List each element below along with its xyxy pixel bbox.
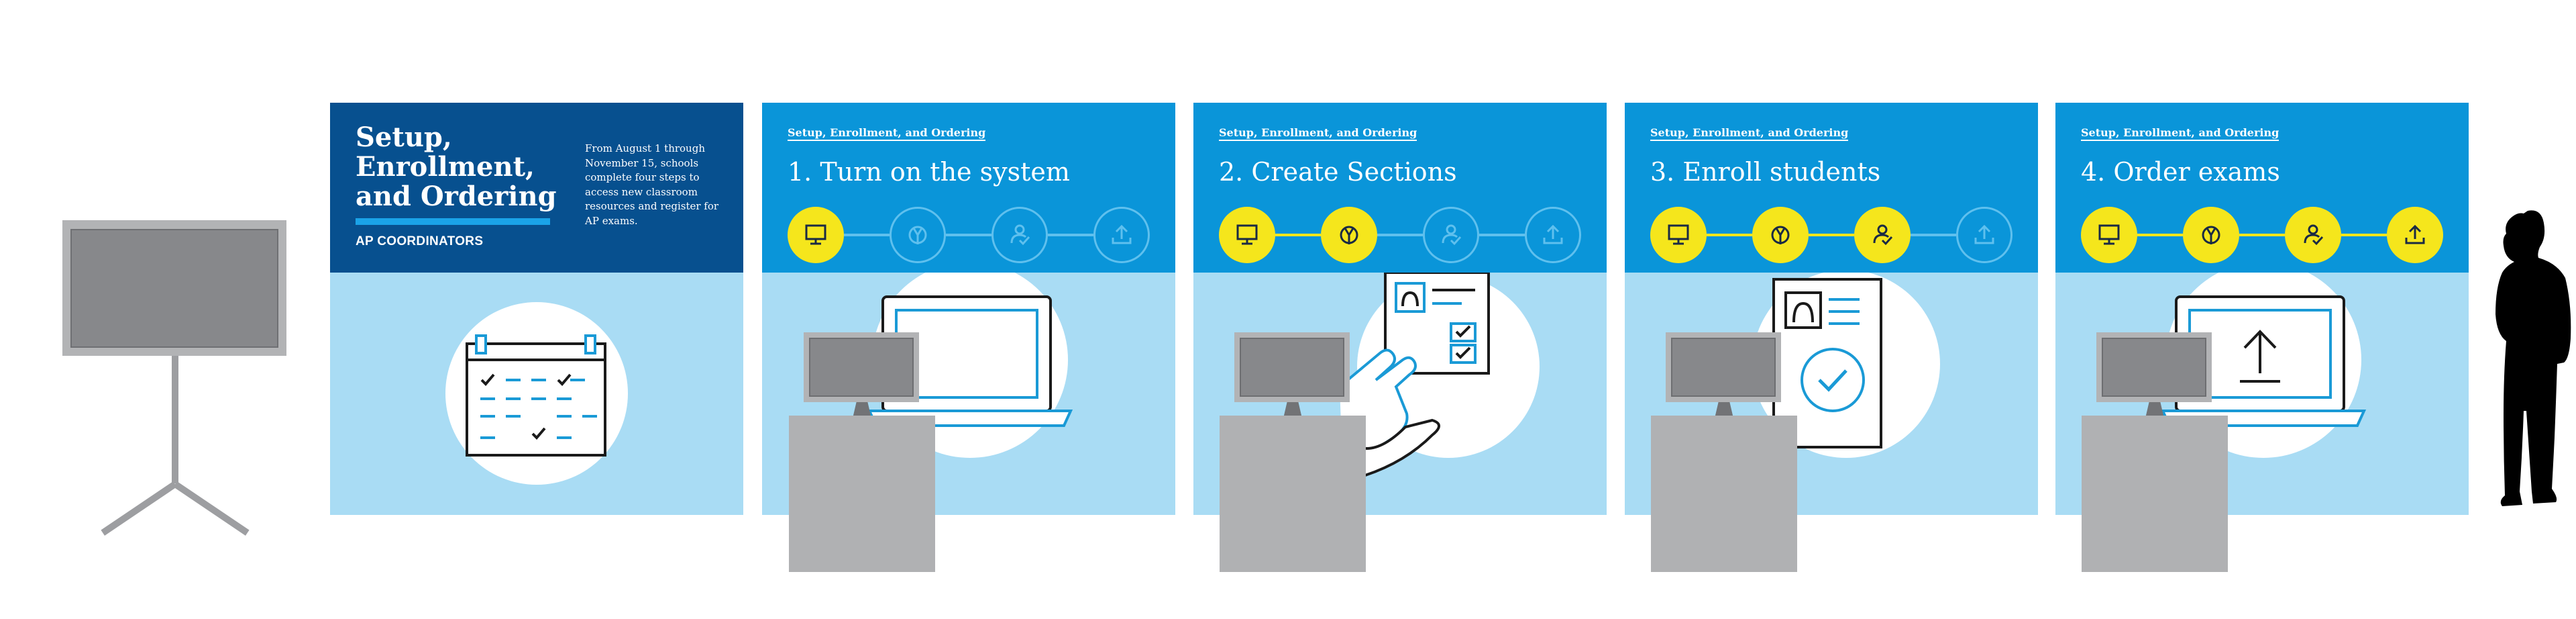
intro-panel: Setup, Enrollment, and Ordering AP COORD… — [330, 103, 743, 515]
panel-kicker: Setup, Enrollment, and Ordering — [788, 126, 986, 141]
step-connector — [1707, 234, 1752, 236]
enroll-illustration — [1625, 273, 2038, 515]
intro-header: Setup, Enrollment, and Ordering AP COORD… — [330, 103, 743, 273]
step-title: 4. Order exams — [2081, 157, 2280, 187]
monitor-icon — [1236, 224, 1258, 245]
step-panel-3: Setup, Enrollment, and Ordering 3. Enrol… — [1625, 103, 2038, 515]
intro-rule — [356, 218, 550, 225]
step-connector — [2137, 234, 2183, 236]
kiosk-stand — [789, 416, 935, 572]
kiosk-stand — [1651, 416, 1797, 572]
upload-icon — [1974, 224, 1994, 244]
step-connector — [1275, 234, 1321, 236]
step-connector — [1048, 234, 1093, 236]
step-connector — [2341, 234, 2387, 236]
panel-kicker: Setup, Enrollment, and Ordering — [1650, 126, 1849, 141]
step-header: Setup, Enrollment, and Ordering 2. Creat… — [1193, 103, 1607, 273]
step-progress — [1650, 207, 2012, 263]
step-progress — [1219, 207, 1581, 263]
kiosk-stand — [2082, 416, 2228, 572]
step-dot-upload-icon — [2387, 207, 2443, 263]
person-check-icon — [1873, 224, 1893, 246]
monitor-icon — [2098, 224, 2120, 245]
step-dot-wrench-icon — [1321, 207, 1377, 263]
easel-screen — [62, 220, 286, 356]
step-progress — [788, 207, 1150, 263]
step-header: Setup, Enrollment, and Ordering 1. Turn … — [762, 103, 1175, 273]
step-dot-wrench-icon — [1752, 207, 1809, 263]
display-easel — [0, 0, 322, 619]
step-progress — [2081, 207, 2443, 263]
calendar-icon — [445, 302, 628, 485]
monitor-icon — [805, 224, 826, 245]
panel-kicker: Setup, Enrollment, and Ordering — [2081, 126, 2279, 141]
upload-icon — [2405, 224, 2425, 244]
wrench-icon — [1771, 226, 1790, 244]
person-check-icon — [1442, 224, 1462, 246]
step-connector — [946, 234, 991, 236]
wrench-icon — [908, 226, 927, 244]
step-connector — [1377, 234, 1423, 236]
laptop-illustration — [762, 273, 1175, 515]
step-panel-4: Setup, Enrollment, and Ordering 4. Order… — [2055, 103, 2469, 515]
panel-kicker: Setup, Enrollment, and Ordering — [1219, 126, 1417, 141]
step-dot-upload-icon — [1525, 207, 1581, 263]
step-dot-person-check-icon — [1854, 207, 1911, 263]
step-connector — [2239, 234, 2285, 236]
laptop-upload-icon — [2160, 273, 2367, 458]
kiosk-monitor — [1666, 332, 1781, 402]
easel-leg-right — [173, 481, 250, 536]
kiosk-monitor — [1234, 332, 1350, 402]
kiosk-monitor — [2096, 332, 2212, 402]
upload-icon — [1112, 224, 1132, 244]
step-dot-upload-icon — [1956, 207, 2012, 263]
step-title: 2. Create Sections — [1219, 157, 1457, 187]
wrench-icon — [1340, 226, 1358, 244]
step-title: 3. Enroll students — [1650, 157, 1881, 187]
intro-role: AP COORDINATORS — [356, 234, 484, 248]
step-connector — [1479, 234, 1525, 236]
kiosk-stand — [1220, 416, 1366, 572]
person-check-icon — [1010, 224, 1030, 246]
laptop-icon — [867, 273, 1073, 458]
document-check-icon — [1752, 273, 1940, 458]
step-connector — [844, 234, 890, 236]
step-dot-monitor-icon — [788, 207, 844, 263]
kiosk-monitor — [804, 332, 919, 402]
calendar-illustration — [330, 273, 743, 515]
step-dot-upload-icon — [1093, 207, 1150, 263]
step-dot-wrench-icon — [2183, 207, 2239, 263]
step-dot-person-check-icon — [1423, 207, 1479, 263]
step-connector — [1809, 234, 1854, 236]
step-dot-person-check-icon — [991, 207, 1048, 263]
step-dot-monitor-icon — [1219, 207, 1275, 263]
step-dot-person-check-icon — [2285, 207, 2341, 263]
intro-title: Setup, Enrollment, and Ordering — [356, 122, 557, 212]
intro-description: From August 1 through November 15, schoo… — [585, 142, 719, 227]
person-silhouette — [2496, 210, 2571, 506]
upload-icon — [1543, 224, 1563, 244]
easel-leg-left — [101, 481, 177, 536]
step-header: Setup, Enrollment, and Ordering 4. Order… — [2055, 103, 2469, 273]
wrench-icon — [2202, 226, 2220, 244]
step-dot-wrench-icon — [890, 207, 946, 263]
person-check-icon — [2304, 224, 2324, 246]
order-illustration — [2055, 273, 2469, 515]
monitor-icon — [1668, 224, 1689, 245]
step-title: 1. Turn on the system — [788, 157, 1070, 187]
step-header: Setup, Enrollment, and Ordering 3. Enrol… — [1625, 103, 2038, 273]
step-dot-monitor-icon — [1650, 207, 1707, 263]
step-connector — [1911, 234, 1956, 236]
step-dot-monitor-icon — [2081, 207, 2137, 263]
easel-pole — [172, 356, 178, 483]
